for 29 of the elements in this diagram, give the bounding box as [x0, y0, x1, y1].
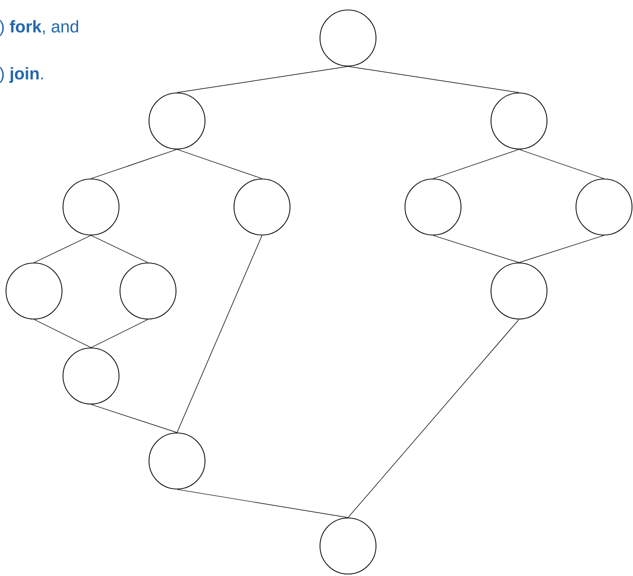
circle-node — [62, 348, 120, 404]
circle-node — [148, 432, 206, 490]
connector-line — [518, 235, 604, 263]
circle-node — [62, 178, 120, 236]
connector-line — [176, 66, 348, 93]
connector-line — [176, 235, 262, 433]
circle-node — [148, 92, 206, 150]
circle-node — [6, 262, 62, 320]
connector-line — [90, 319, 148, 348]
connector-line — [176, 489, 348, 518]
connector-line — [518, 149, 604, 179]
connector-line — [90, 235, 148, 263]
circle-node — [576, 178, 632, 236]
connector-line — [90, 404, 178, 433]
connector-line — [348, 319, 520, 518]
circle-node — [320, 10, 376, 66]
circle-node — [404, 178, 462, 236]
connector-line — [432, 149, 520, 179]
circle-node — [234, 178, 290, 236]
circle-node — [490, 92, 548, 150]
connector-line — [432, 235, 520, 263]
circle-node — [320, 518, 376, 574]
connector-line — [34, 235, 92, 263]
connector-line — [90, 149, 178, 179]
connector-line — [34, 319, 92, 348]
circle-node — [490, 262, 548, 320]
connector-line — [348, 66, 520, 93]
connector-line — [176, 149, 262, 179]
circle-node — [120, 262, 176, 320]
